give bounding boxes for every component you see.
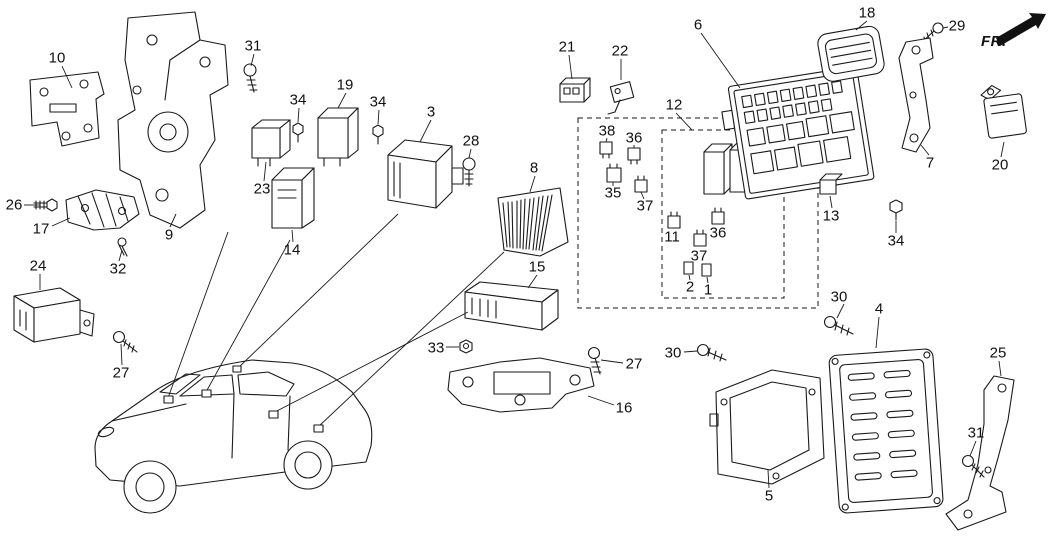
relay-38 (599, 141, 613, 159)
part-number-label: 15 (528, 258, 546, 276)
part-number-label: 22 (611, 42, 629, 60)
part-number-label: 4 (874, 300, 884, 318)
bracket-9 (117, 11, 229, 229)
part-number-label: 26 (5, 196, 23, 214)
part-number-label: 34 (369, 93, 387, 111)
part-number-label: 2 (685, 278, 695, 296)
bolt-31-top (243, 63, 258, 93)
part-number-label: 16 (615, 399, 633, 417)
car-outline (94, 359, 373, 514)
part-number-label: 28 (462, 132, 480, 150)
part-number-label: 6 (693, 16, 703, 34)
part-number-label: 23 (253, 180, 271, 198)
part-number-label: 10 (48, 49, 66, 67)
bracket-5 (709, 369, 825, 485)
part-number-label: 30 (664, 344, 682, 362)
control-unit-4 (828, 348, 944, 514)
part-number-label: 7 (925, 154, 935, 172)
relay-14 (271, 167, 315, 229)
part-number-label: 8 (529, 159, 539, 177)
bolt-30-right (823, 315, 854, 336)
relay-37-b (693, 229, 707, 247)
bolt-30-left (696, 343, 727, 362)
bracket-16 (447, 357, 595, 413)
part-number-label: 37 (690, 247, 708, 265)
part-number-label: 17 (32, 220, 50, 238)
leader-lines (24, 20, 1005, 489)
part-number-label: 12 (665, 96, 683, 114)
relay-19 (317, 107, 359, 167)
part-number-label: 33 (427, 339, 445, 357)
part-number-label: 27 (112, 364, 130, 382)
fuse-box (721, 66, 875, 200)
nut-34-a (292, 122, 304, 143)
group-box-12 (661, 129, 785, 299)
group-box-6 (577, 117, 819, 309)
bracket-17 (65, 189, 140, 231)
ribbed-cover-8 (497, 187, 569, 257)
part-number-label: 36 (625, 129, 643, 147)
fuse-2 (683, 261, 694, 275)
part-number-label: 30 (830, 288, 848, 306)
bolt-26 (33, 198, 58, 212)
clip-32 (117, 237, 128, 257)
part-number-label: 3 (426, 103, 436, 121)
part-number-label: 1 (703, 281, 713, 299)
fr-direction-arrow (996, 13, 1046, 46)
part-number-label: 29 (948, 17, 966, 35)
connector-21 (559, 77, 591, 103)
control-unit-3 (387, 139, 464, 209)
part-number-label: 25 (989, 344, 1007, 362)
nut-33 (459, 339, 473, 354)
relay-36-a (627, 147, 641, 165)
bracket-25 (945, 375, 1015, 531)
nut-34-b (372, 124, 384, 145)
control-unit-18 (817, 25, 885, 82)
bracket-10 (29, 71, 105, 147)
bolt-31-bottom (961, 454, 985, 478)
car-mount-points (163, 365, 324, 433)
part-number-label: 38 (598, 122, 616, 140)
part-number-label: 37 (636, 197, 654, 215)
relay-35 (606, 163, 622, 183)
part-number-label: 34 (289, 91, 307, 109)
part-number-label: 35 (604, 184, 622, 202)
part-number-label: 31 (244, 37, 262, 55)
part-number-label: 36 (709, 224, 727, 242)
fr-direction-label: FR. (981, 33, 1007, 50)
bolt-27-right (587, 346, 602, 375)
part-number-label: 19 (336, 76, 354, 94)
connector-22 (607, 81, 635, 115)
part-number-label: 21 (558, 38, 576, 56)
part-number-label: 27 (625, 355, 643, 373)
part-number-label: 11 (664, 228, 680, 246)
part-number-label: 5 (764, 487, 774, 505)
relay-37-a (634, 175, 648, 193)
control-unit-15 (464, 281, 559, 331)
control-unit-24 (13, 287, 95, 343)
nut-34-c (889, 199, 903, 221)
part-number-label: 34 (887, 232, 905, 250)
control-unit-20 (980, 85, 1027, 139)
bolt-27-left (112, 330, 138, 353)
relay-13 (819, 173, 843, 195)
part-number-label: 31 (967, 424, 985, 442)
relay-23 (251, 119, 291, 167)
bolt-28 (462, 157, 476, 187)
part-number-label: 9 (164, 226, 174, 244)
part-number-label: 14 (283, 241, 301, 259)
fuse-1 (701, 263, 712, 277)
part-number-label: 24 (29, 257, 47, 275)
part-number-label: 13 (822, 207, 840, 225)
part-number-label: 32 (109, 260, 127, 278)
relay-11 (667, 211, 681, 229)
part-number-label: 20 (991, 156, 1009, 174)
bracket-7 (898, 37, 934, 153)
part-number-label: 18 (858, 4, 876, 22)
relay-36-b (711, 207, 725, 225)
